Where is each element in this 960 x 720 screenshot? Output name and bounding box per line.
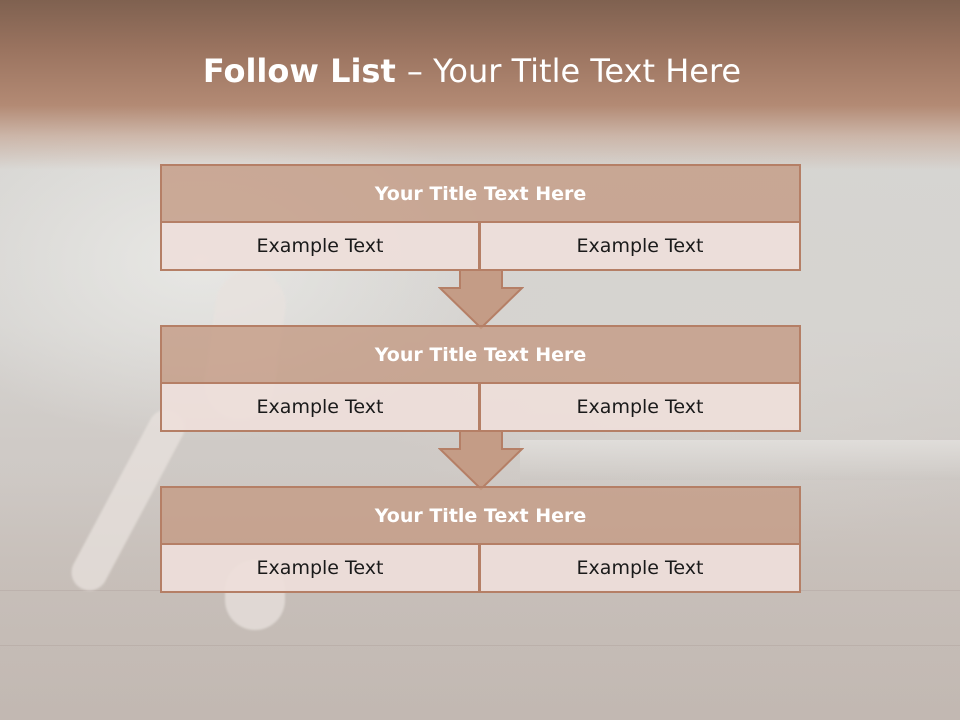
title-bold: Follow List <box>202 52 407 90</box>
step-cell-left: Example Text <box>160 382 480 432</box>
slide-title: Follow List – Your Title Text Here <box>0 52 944 90</box>
step-cell-right: Example Text <box>479 543 801 593</box>
floor-board-line <box>0 645 960 646</box>
step-title: Your Title Text Here <box>160 486 801 545</box>
down-arrow-icon <box>438 431 524 491</box>
step-title: Your Title Text Here <box>160 164 801 223</box>
step-cell-left: Example Text <box>160 221 480 271</box>
title-rest: – Your Title Text Here <box>406 52 742 90</box>
step-cell-right: Example Text <box>479 382 801 432</box>
step-title: Your Title Text Here <box>160 325 801 384</box>
step-cell-right: Example Text <box>479 221 801 271</box>
background-wall-ledge <box>520 440 960 480</box>
step-cell-left: Example Text <box>160 543 480 593</box>
down-arrow-icon <box>438 270 524 330</box>
header-band <box>0 0 960 170</box>
